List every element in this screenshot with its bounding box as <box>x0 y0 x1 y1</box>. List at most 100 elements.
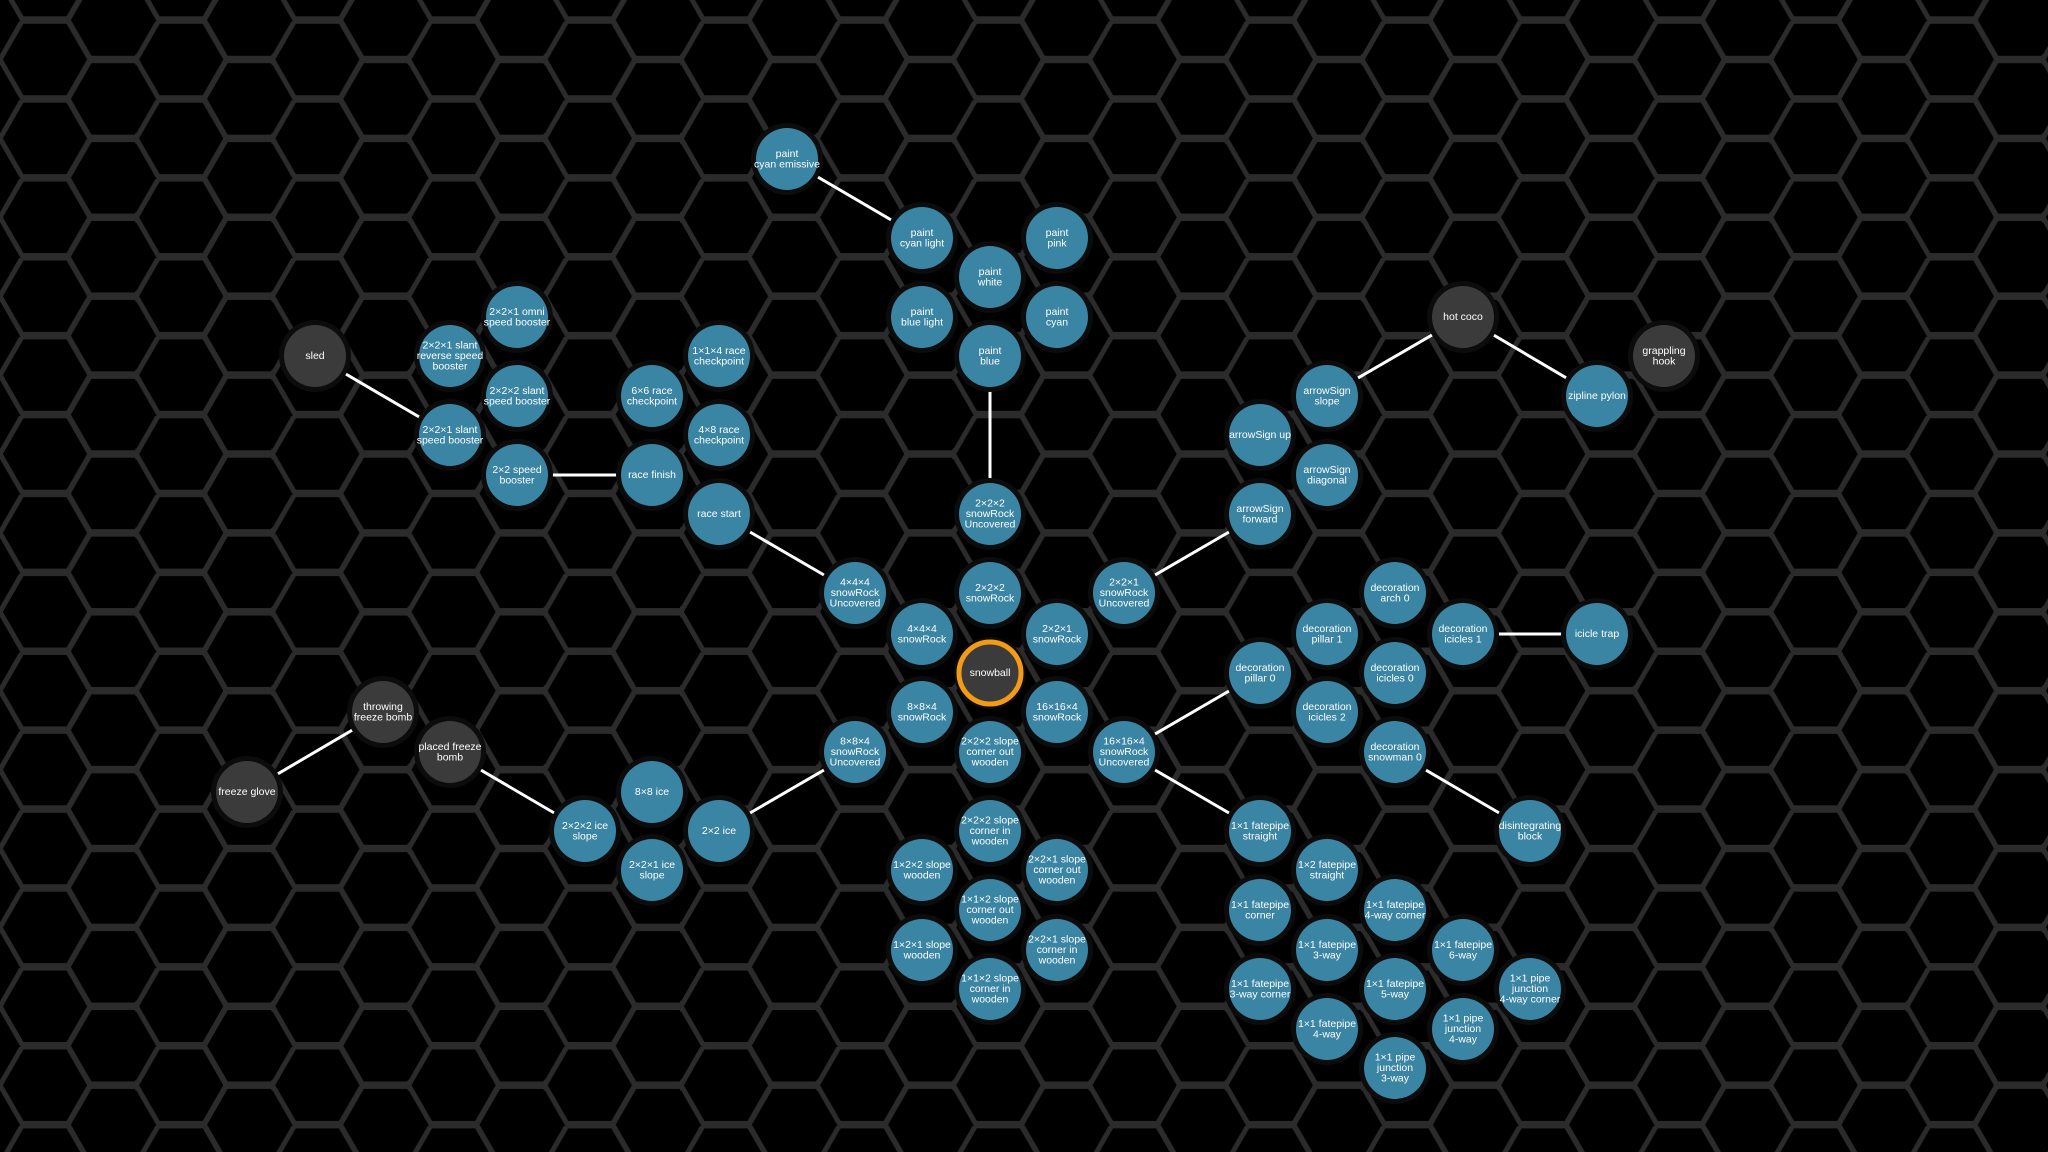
tech-node-sled[interactable]: sled <box>279 320 351 392</box>
node-disc[interactable] <box>688 483 750 545</box>
node-disc[interactable] <box>959 800 1021 862</box>
node-disc[interactable] <box>554 800 616 862</box>
node-disc[interactable] <box>486 365 548 427</box>
tech-node-hot-coco[interactable]: hot coco <box>1427 281 1499 353</box>
node-disc[interactable] <box>891 603 953 665</box>
tech-node-2x2-ice[interactable]: 2×2 ice <box>683 795 755 867</box>
node-disc[interactable] <box>216 761 278 823</box>
node-disc[interactable] <box>1229 800 1291 862</box>
node-disc[interactable] <box>1296 365 1358 427</box>
node-disc[interactable] <box>1026 839 1088 901</box>
node-disc[interactable] <box>1499 958 1561 1020</box>
node-disc[interactable] <box>1296 839 1358 901</box>
tech-node-8x8-ice[interactable]: 8×8 ice <box>616 756 688 828</box>
node-disc[interactable] <box>959 721 1021 783</box>
node-disc[interactable] <box>1499 800 1561 862</box>
node-disc[interactable] <box>1026 681 1088 743</box>
node-disc[interactable] <box>688 800 750 862</box>
node-disc[interactable] <box>1432 919 1494 981</box>
node-disc[interactable] <box>959 483 1021 545</box>
node-disc[interactable] <box>1364 879 1426 941</box>
node-disc[interactable] <box>891 681 953 743</box>
node-disc[interactable] <box>959 958 1021 1020</box>
node-disc[interactable] <box>959 642 1021 704</box>
tech-node-arrowsign-up[interactable]: arrowSign up <box>1224 399 1296 471</box>
tech-node-freeze-glove[interactable]: freeze glove <box>211 756 283 828</box>
node-disc[interactable] <box>824 721 886 783</box>
node-disc[interactable] <box>1229 642 1291 704</box>
node-disc[interactable] <box>688 325 750 387</box>
node-disc[interactable] <box>1364 1037 1426 1099</box>
tech-node-icicle-trap[interactable]: icicle trap <box>1561 598 1633 670</box>
node-disc[interactable] <box>1093 562 1155 624</box>
node-disc[interactable] <box>1026 603 1088 665</box>
node-disc[interactable] <box>1093 721 1155 783</box>
node-disc[interactable] <box>1229 404 1291 466</box>
node-disc[interactable] <box>621 444 683 506</box>
node-disc[interactable] <box>891 286 953 348</box>
node-disc[interactable] <box>824 562 886 624</box>
node-disc[interactable] <box>1432 998 1494 1060</box>
node-disc[interactable] <box>419 325 481 387</box>
node-disc[interactable] <box>1364 562 1426 624</box>
node-disc[interactable] <box>1364 642 1426 704</box>
node-disc[interactable] <box>486 444 548 506</box>
node-disc[interactable] <box>1026 207 1088 269</box>
node-disc[interactable] <box>1026 286 1088 348</box>
node-disc[interactable] <box>1296 444 1358 506</box>
node-disc[interactable] <box>959 879 1021 941</box>
node-disc[interactable] <box>959 325 1021 387</box>
node-disc[interactable] <box>621 839 683 901</box>
node-disc[interactable] <box>1432 286 1494 348</box>
node-disc[interactable] <box>1229 958 1291 1020</box>
tech-node-zipline-pylon[interactable]: zipline pylon <box>1561 360 1633 432</box>
node-disc[interactable] <box>1566 365 1628 427</box>
node-disc[interactable] <box>1633 325 1695 387</box>
node-disc[interactable] <box>621 365 683 427</box>
node-disc[interactable] <box>1026 919 1088 981</box>
node-disc[interactable] <box>891 839 953 901</box>
tech-node-race-start[interactable]: race start <box>683 478 755 550</box>
node-disc[interactable] <box>1432 603 1494 665</box>
node-disc[interactable] <box>688 404 750 466</box>
node-disc[interactable] <box>1364 721 1426 783</box>
node-disc[interactable] <box>621 761 683 823</box>
